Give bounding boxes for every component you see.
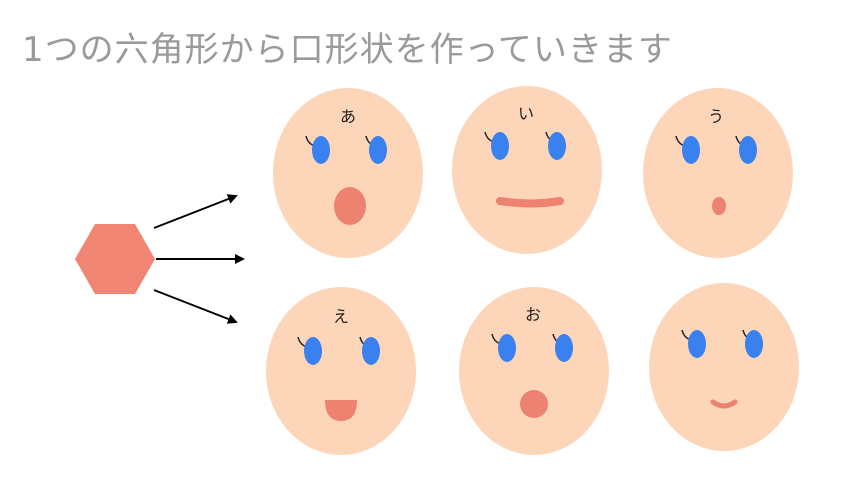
right-eye — [555, 334, 573, 362]
left-eye — [498, 334, 516, 362]
face-skin — [452, 86, 602, 254]
face-e: え — [266, 287, 416, 455]
face-skin — [649, 283, 799, 451]
left-eye — [682, 136, 700, 164]
right-eye — [369, 136, 387, 164]
mouth-half-circle — [325, 400, 357, 421]
face-skin — [273, 88, 423, 258]
right-eye — [362, 337, 380, 365]
face-a: あ — [273, 88, 423, 258]
face-label: い — [518, 104, 534, 123]
face-label: お — [525, 305, 541, 324]
face-skin — [266, 287, 416, 455]
face-smile — [649, 283, 799, 451]
face-label: う — [708, 107, 724, 126]
left-eye — [312, 136, 330, 164]
face-u: う — [643, 88, 793, 258]
left-eye — [304, 337, 322, 365]
hexagon-shape — [75, 224, 155, 294]
left-eye — [688, 330, 706, 358]
mouth-small-dot — [712, 197, 726, 215]
face-i: い — [452, 86, 602, 254]
arrow-down — [153, 289, 238, 324]
mouth-open-oval — [334, 187, 366, 225]
left-eye — [491, 132, 509, 160]
arrow-up — [153, 194, 238, 229]
mouth-smile-small — [710, 399, 738, 409]
right-eye — [548, 132, 566, 160]
face-label: え — [333, 307, 349, 326]
mouth-round — [520, 390, 548, 418]
right-eye — [739, 136, 757, 164]
face-label: あ — [340, 107, 356, 126]
face-skin — [459, 287, 609, 455]
face-skin — [643, 88, 793, 258]
page-title: 1つの六角形から口形状を作っていきます — [22, 30, 673, 70]
right-eye — [745, 330, 763, 358]
mouth-wide-line — [496, 197, 564, 208]
face-o: お — [459, 287, 609, 455]
